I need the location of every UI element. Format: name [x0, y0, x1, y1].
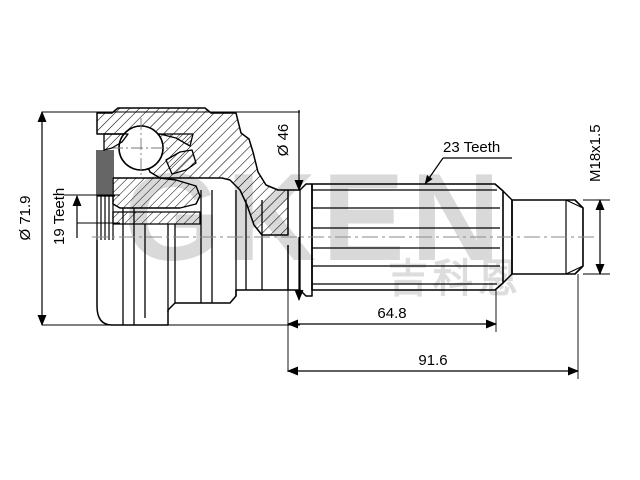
thread-chamfer-top	[565, 199, 584, 209]
stem-diameter-label: Ø 46	[275, 124, 292, 157]
shaft-teeth-label: 23 Teeth	[443, 139, 500, 156]
dimension-length-overall: 91.6	[287, 274, 579, 379]
cage-upper-left-wedge	[103, 133, 129, 151]
thread-spec-label: M18x1.5	[587, 124, 604, 182]
shaft-teeth-leader-line	[424, 157, 444, 185]
length-overall-label: 91.6	[418, 352, 447, 369]
outer-diameter-label: Ø 71.9	[17, 195, 34, 240]
cage-right-arm	[165, 149, 197, 175]
length-partial-label: 64.8	[377, 305, 406, 322]
inner-teeth-label: 19 Teeth	[51, 188, 68, 245]
dimension-inner-teeth: 19 Teeth	[51, 188, 120, 245]
dimension-length-partial: 64.8	[287, 290, 497, 372]
inner-race-lower-lip	[112, 211, 201, 225]
dimension-stem-diameter: Ø 46	[275, 110, 304, 301]
spline-root-lines	[312, 189, 500, 285]
race-internal-lines	[122, 190, 263, 325]
dimension-shaft-teeth: 23 Teeth	[424, 139, 512, 185]
thread-chamfer-bottom	[565, 265, 584, 275]
dimension-thread-spec: M18x1.5	[583, 124, 610, 275]
inner-race-hatched-block	[112, 177, 201, 209]
cage-upper-right-wedge	[159, 133, 194, 147]
dimension-outer-diameter: Ø 71.9	[17, 111, 300, 326]
